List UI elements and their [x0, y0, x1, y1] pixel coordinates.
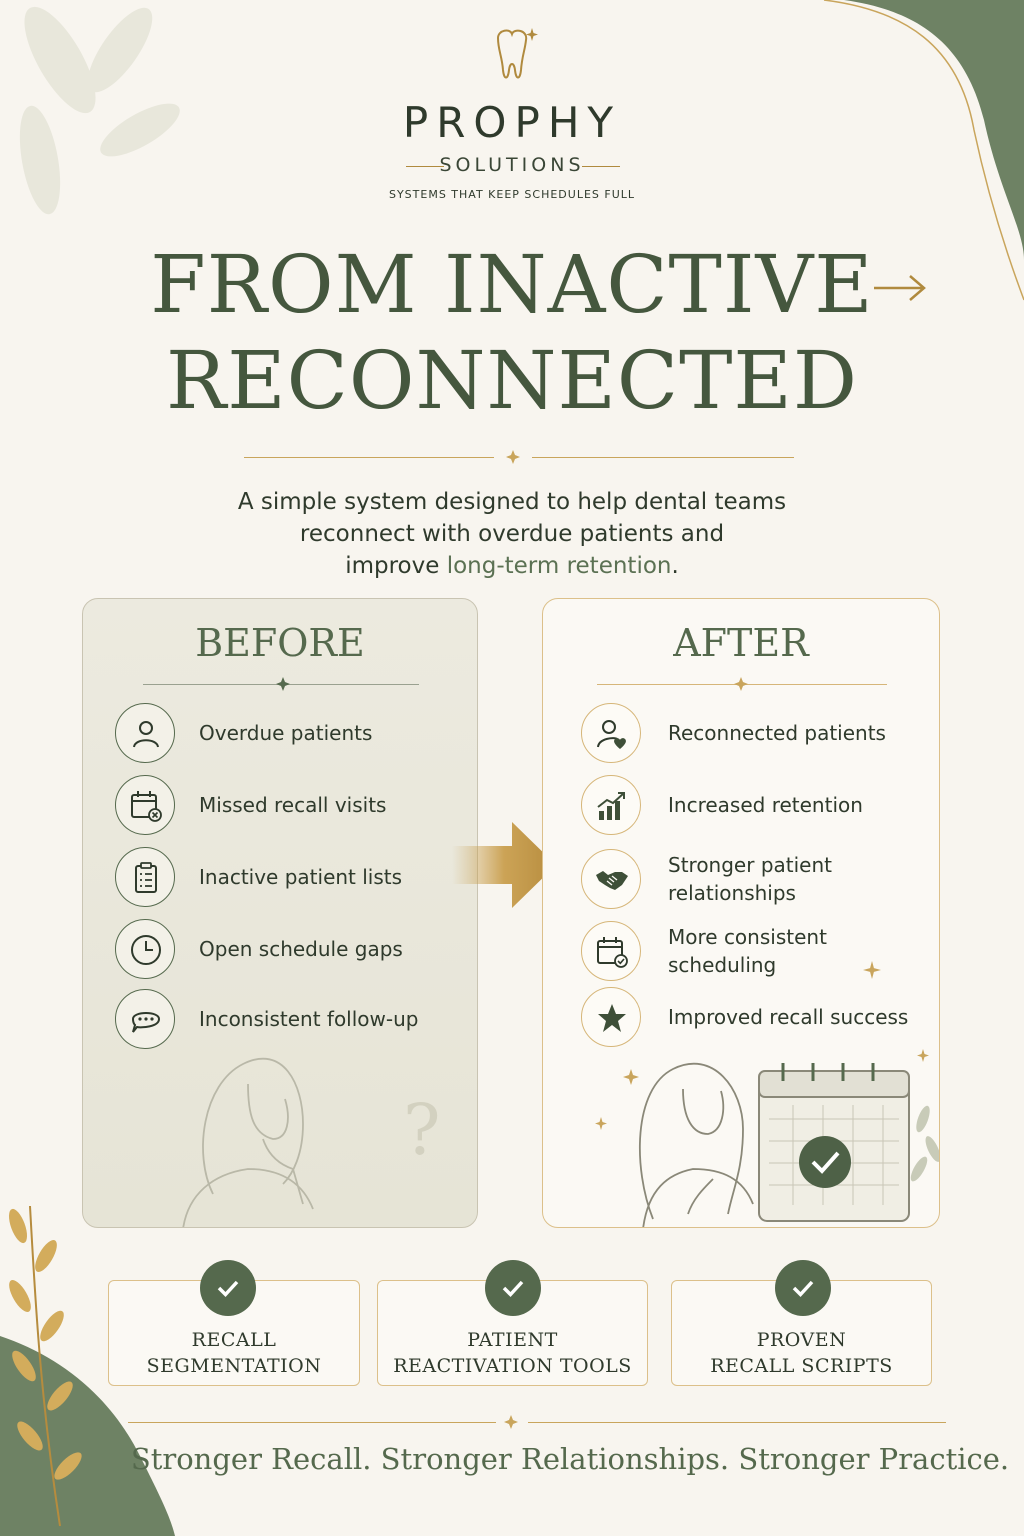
user-heart-icon	[581, 703, 641, 763]
feature-label-line1: RECALL	[191, 1329, 277, 1351]
intro-line3-post: .	[671, 553, 679, 579]
after-item: Stronger patient relationships	[543, 847, 939, 911]
after-sparkle-small-icon	[863, 961, 881, 979]
intro-highlight: long-term retention	[446, 553, 672, 579]
happy-woman-calendar-illustration	[595, 1049, 939, 1227]
brand-tagline: SYSTEMS THAT KEEP SCHEDULES FULL	[388, 188, 636, 201]
brand-sub: SOLUTIONS	[439, 154, 585, 176]
calendar-x-icon	[115, 775, 175, 835]
after-panel: AFTER Reconnected patients Increased ret…	[542, 598, 940, 1228]
headline-line2: RECONNECTED	[166, 334, 858, 427]
leaf-shadow-decoration	[19, 6, 180, 215]
divider-right	[532, 457, 794, 458]
transition-arrow-icon	[452, 822, 556, 908]
after-item: More consistent scheduling	[543, 919, 939, 983]
clock-icon	[115, 919, 175, 979]
tooth-logo-icon	[496, 28, 538, 79]
before-item: Overdue patients	[83, 701, 477, 765]
arrow-right-icon	[874, 275, 926, 301]
clipboard-list-icon	[115, 847, 175, 907]
growth-chart-icon	[581, 775, 641, 835]
after-title: AFTER	[673, 621, 809, 665]
thinking-woman-illustration: ?	[182, 1057, 441, 1227]
svg-text:?: ?	[403, 1089, 441, 1171]
intro-line3-pre: improve	[345, 553, 447, 579]
star-icon	[581, 987, 641, 1047]
before-sparkle-icon	[276, 677, 290, 691]
after-sparkle-icon	[734, 677, 748, 691]
feature-label-line2: RECALL SCRIPTS	[710, 1355, 893, 1377]
before-item-label: Overdue patients	[199, 721, 373, 745]
intro-line2: reconnect with overdue patients and	[299, 521, 725, 547]
feature-label: PATIENT REACTIVATION TOOLS	[378, 1327, 647, 1379]
before-item-label: Missed recall visits	[199, 793, 387, 817]
before-title: BEFORE	[195, 621, 365, 665]
feature-label-line2: SEGMENTATION	[146, 1355, 322, 1377]
brand-name: PROPHY	[402, 98, 622, 147]
after-item-label: Reconnected patients	[668, 721, 886, 745]
before-item-label: Inconsistent follow-up	[199, 1007, 419, 1031]
feature-label-line1: PATIENT	[467, 1329, 558, 1351]
after-item-label: Stronger patient relationships	[668, 851, 918, 907]
brand-sub-line-right	[582, 166, 620, 167]
after-item-label-line1: More consistent	[668, 925, 827, 949]
after-item-label: More consistent scheduling	[668, 923, 918, 979]
before-item-label: Inactive patient lists	[199, 865, 403, 889]
feature-label-line1: PROVEN	[756, 1329, 847, 1351]
feature-label: RECALL SEGMENTATION	[109, 1327, 359, 1379]
before-item-label: Open schedule gaps	[199, 937, 403, 961]
before-panel: BEFORE Overdue patients Missed recall vi…	[82, 598, 478, 1228]
footer-divider-right	[528, 1422, 946, 1423]
after-item: Increased retention	[543, 773, 939, 837]
after-item-label-line2: scheduling	[668, 953, 777, 977]
headline-line1: FROM INACTIVE	[150, 238, 874, 331]
feature-label-line2: REACTIVATION TOOLS	[393, 1355, 632, 1377]
after-item-label-line2: relationships	[668, 881, 796, 905]
check-circle-icon	[775, 1260, 831, 1316]
footer-divider-left	[128, 1422, 496, 1423]
before-item: Missed recall visits	[83, 773, 477, 837]
bottom-left-leaf-decoration	[0, 1205, 175, 1536]
before-item: Open schedule gaps	[83, 917, 477, 981]
user-icon	[115, 703, 175, 763]
after-item: Improved recall success	[543, 985, 939, 1049]
before-item: Inconsistent follow-up	[83, 987, 477, 1051]
after-item-label: Increased retention	[668, 793, 863, 817]
intro-line3: improve long-term retention.	[0, 550, 1024, 582]
divider-left	[244, 457, 494, 458]
check-circle-icon	[485, 1260, 541, 1316]
before-item: Inactive patient lists	[83, 845, 477, 909]
sparkle-icon	[506, 450, 520, 464]
feature-label: PROVEN RECALL SCRIPTS	[672, 1327, 931, 1379]
handshake-icon	[581, 849, 641, 909]
calendar-check-icon	[581, 921, 641, 981]
footer-sparkle-icon	[504, 1415, 518, 1429]
intro-line1: A simple system designed to help dental …	[237, 489, 787, 515]
check-circle-icon	[200, 1260, 256, 1316]
after-item-label: Improved recall success	[668, 1005, 909, 1029]
footer-slogan: Stronger Recall. Stronger Relationships.…	[130, 1442, 1010, 1476]
intro-text: A simple system designed to help dental …	[0, 486, 1024, 582]
after-item: Reconnected patients	[543, 701, 939, 765]
corner-leaf-decoration	[823, 0, 1024, 301]
brand-sub-line-left	[406, 166, 444, 167]
chat-bubble-icon	[115, 989, 175, 1049]
after-item-label-line1: Stronger patient	[668, 853, 832, 877]
